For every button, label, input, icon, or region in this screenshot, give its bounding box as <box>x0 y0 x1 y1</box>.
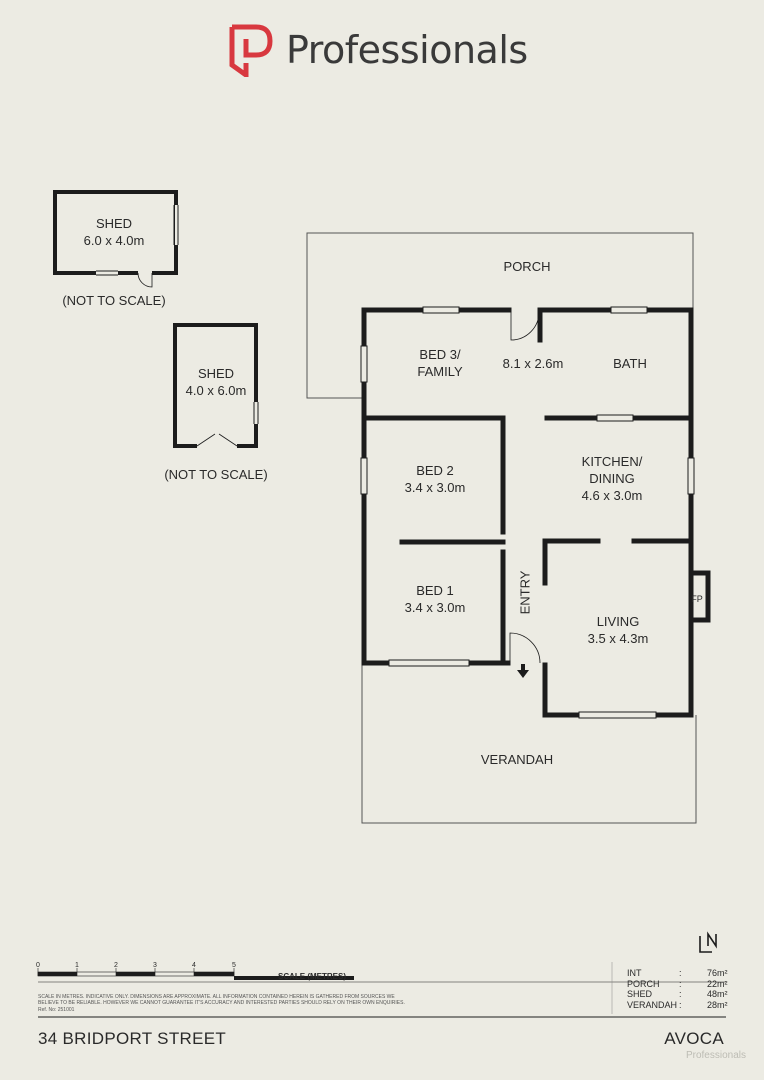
brand-header: Professionals <box>228 22 528 78</box>
kitchen-label-line1: KITCHEN/ <box>581 454 643 469</box>
bed3-dims: 8.1 x 2.6m <box>502 356 564 371</box>
watermark: Professionals <box>685 1050 746 1061</box>
bed1-label: BED 1 <box>416 583 454 598</box>
shed-1-outline <box>53 190 179 288</box>
property-suburb: AVOCA <box>664 1029 724 1048</box>
living-dims: 3.5 x 4.3m <box>587 631 649 646</box>
brand-name: Professionals <box>286 28 528 72</box>
area-label: PORCH <box>627 978 660 989</box>
scale-label: SCALE (METRES) <box>278 972 346 981</box>
shed-1-note: (NOT TO SCALE) <box>62 293 166 308</box>
scale-tick-1: 1 <box>75 962 79 969</box>
porch-label: PORCH <box>503 259 551 274</box>
bed3-label-line1: BED 3/ <box>419 347 461 362</box>
shed-2-dims: 4.0 x 6.0m <box>185 383 247 398</box>
area-sep: : <box>679 999 682 1010</box>
area-sep: : <box>679 989 682 999</box>
kitchen-label-line2: DINING <box>589 471 635 486</box>
scale-tick-4: 4 <box>192 962 196 969</box>
area-row: PORCH : 22m² <box>627 978 728 990</box>
kitchen-dims: 4.6 x 3.0m <box>581 488 643 503</box>
fireplace-label: FP <box>691 594 703 604</box>
area-sep: : <box>679 968 682 978</box>
bed3-label-line2: FAMILY <box>417 364 463 379</box>
scale-tick-0: 0 <box>36 962 40 969</box>
house-walls <box>361 307 711 718</box>
scale-tick-3: 3 <box>153 962 157 969</box>
entry-arrow-icon <box>517 664 529 678</box>
reference-number: Ref. No: 251001 <box>38 1007 75 1013</box>
area-value: 76m² <box>707 968 728 978</box>
area-label: VERANDAH <box>627 999 678 1010</box>
area-value: 48m² <box>707 989 728 999</box>
bath-label: BATH <box>613 356 647 371</box>
verandah-label: VERANDAH <box>480 752 554 767</box>
living-label: LIVING <box>596 614 640 629</box>
area-label: SHED <box>627 989 653 999</box>
area-row: SHED : 48m² <box>627 989 728 1000</box>
professionals-logo-icon <box>229 24 273 77</box>
area-value: 28m² <box>707 999 728 1010</box>
shed-1-dims: 6.0 x 4.0m <box>83 233 145 248</box>
area-row: INT : 76m² <box>627 968 728 979</box>
doors <box>509 311 541 664</box>
entry-label: ENTRY <box>517 570 533 615</box>
bed2-label: BED 2 <box>416 463 454 478</box>
shed-2-name: SHED <box>197 366 235 381</box>
bed2-dims: 3.4 x 3.0m <box>404 480 466 495</box>
area-sep: : <box>679 978 682 989</box>
disclaimer-text: SCALE IN METRES. INDICATIVE ONLY. DIMENS… <box>38 994 405 1006</box>
scale-tick-5: 5 <box>232 962 236 969</box>
windows <box>360 306 695 719</box>
shed-2-note: (NOT TO SCALE) <box>164 467 268 482</box>
area-value: 22m² <box>707 978 728 989</box>
property-address: 34 BRIDPORT STREET <box>38 1029 227 1048</box>
shed-1-name: SHED <box>95 216 133 231</box>
area-label: INT <box>627 968 642 978</box>
area-row: VERANDAH : 28m² <box>627 999 728 1011</box>
north-arrow-icon <box>699 931 717 953</box>
scale-tick-2: 2 <box>114 962 118 969</box>
area-table: INT : 76m² PORCH : 22m² SHED : 48m² VERA… <box>627 968 728 1011</box>
bed1-dims: 3.4 x 3.0m <box>404 600 466 615</box>
shed-2-outline <box>173 323 259 448</box>
scale-bar <box>37 968 726 983</box>
